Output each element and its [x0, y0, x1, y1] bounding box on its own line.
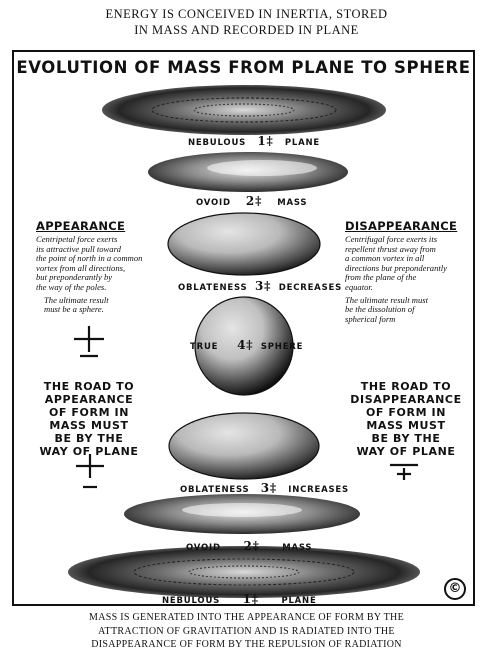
copyright-icon: © [444, 578, 466, 600]
disappearance-line: from the plane of the [345, 272, 417, 283]
diagram-title: EVOLUTION OF MASS FROM PLANE TO SPHERE [16, 58, 471, 77]
appearance-description: Centripetal force exerts its attractive … [36, 234, 172, 293]
minus-over-plus-symbol-right [390, 463, 418, 480]
top-caption: ENERGY IS CONCEIVED IN INERTIA, STORED I… [0, 6, 493, 38]
road-right-line: THE ROAD TO [360, 380, 452, 393]
road-to-disappearance-text: THE ROAD TO DISAPPEARANCE OF FORM IN MAS… [345, 380, 467, 458]
stage-label-ovoid-mass-bottom: OVOID 2‡ MASS [186, 539, 313, 553]
stage-label-ovoid-mass-top: OVOID 2‡ MASS [196, 194, 308, 208]
stage-label-true-sphere: TRUE 4‡ SPHERE [190, 338, 304, 352]
nebulous-plane-bottom [68, 546, 420, 598]
disappearance-result-line: be the dissolution of [345, 304, 415, 315]
road-left-line: MASS MUST [49, 419, 129, 432]
disappearance-line: Centrifugal force exerts its [345, 234, 438, 244]
road-left-line: BE BY THE [54, 432, 124, 445]
plus-over-minus-symbol-left-upper [74, 326, 104, 358]
road-right-line: MASS MUST [366, 419, 446, 432]
road-left-line: APPEARANCE [44, 393, 134, 406]
ovoid-mass-top [148, 152, 348, 192]
road-right-line: BE BY THE [371, 432, 441, 445]
stage-label-nebulous-plane-top: NEBULOUS 1‡ PLANE [188, 134, 321, 148]
disappearance-block: DISAPPEARANCE Centrifugal force exerts i… [345, 219, 473, 324]
disappearance-description: Centrifugal force exerts its repellent t… [345, 234, 473, 293]
road-left-line: OF FORM IN [48, 406, 130, 419]
disappearance-heading: DISAPPEARANCE [345, 219, 458, 233]
top-caption-line-1: ENERGY IS CONCEIVED IN INERTIA, STORED [105, 7, 388, 21]
appearance-line: the way of the poles. [36, 281, 107, 292]
road-right-line: WAY OF PLANE [356, 445, 456, 458]
oblate-spheroid-increasing [168, 412, 320, 480]
bottom-caption-line-2: ATTRACTION OF GRAVITATION AND IS RADIATE… [98, 625, 395, 637]
disappearance-line: repellent thrust away from [345, 243, 436, 254]
disappearance-line: a common vortex in all [345, 253, 425, 264]
disappearance-result: The ultimate result must be the dissolut… [345, 294, 473, 325]
ovoid-mass-bottom [124, 494, 360, 534]
bottom-caption-line-3: DISAPPEARANCE OF FORM BY THE REPULSION O… [91, 639, 402, 650]
appearance-line: vortex from all directions, [36, 262, 126, 273]
appearance-result-line: must be a sphere. [44, 304, 104, 315]
road-right-line: OF FORM IN [365, 406, 447, 419]
appearance-result-line: The ultimate result [44, 294, 109, 305]
road-to-appearance-text: THE ROAD TO APPEARANCE OF FORM IN MASS M… [30, 380, 148, 458]
top-caption-line-2: IN MASS AND RECORDED IN PLANE [134, 23, 359, 37]
stage-label-nebulous-plane-bottom: NEBULOUS 1‡ PLANE [162, 592, 317, 606]
true-sphere [194, 296, 294, 396]
diagram-frame [12, 50, 475, 606]
disappearance-line: equator. [345, 281, 373, 292]
appearance-line: but preponderantly by [36, 272, 113, 283]
appearance-block: APPEARANCE Centripetal force exerts its … [36, 219, 172, 315]
road-left-line: WAY OF PLANE [39, 445, 139, 458]
road-right-line: DISAPPEARANCE [350, 393, 462, 406]
stage-label-oblateness-decreases: OBLATENESS 3‡ DECREASES [178, 279, 343, 293]
stage-label-oblateness-increases: OBLATENESS 3‡ INCREASES [180, 481, 349, 495]
bottom-caption: MASS IS GENERATED INTO THE APPEARANCE OF… [0, 611, 493, 652]
bottom-caption-line-1: MASS IS GENERATED INTO THE APPEARANCE OF… [89, 612, 404, 623]
disappearance-line: directions but preponderantly [345, 262, 447, 273]
oblate-spheroid-decreasing [167, 212, 321, 276]
road-left-line: THE ROAD TO [43, 380, 135, 393]
nebulous-plane-top [102, 85, 386, 135]
appearance-heading: APPEARANCE [36, 219, 126, 233]
disappearance-result-line: The ultimate result must [345, 294, 428, 305]
appearance-result: The ultimate result must be a sphere. [36, 294, 172, 315]
disappearance-result-line: spherical form [345, 313, 396, 324]
appearance-line: Centripetal force exerts [36, 234, 118, 244]
appearance-line: the point of north in a common [36, 253, 143, 264]
plus-over-minus-symbol-left-lower [76, 454, 104, 489]
appearance-line: its attractive pull toward [36, 243, 121, 254]
